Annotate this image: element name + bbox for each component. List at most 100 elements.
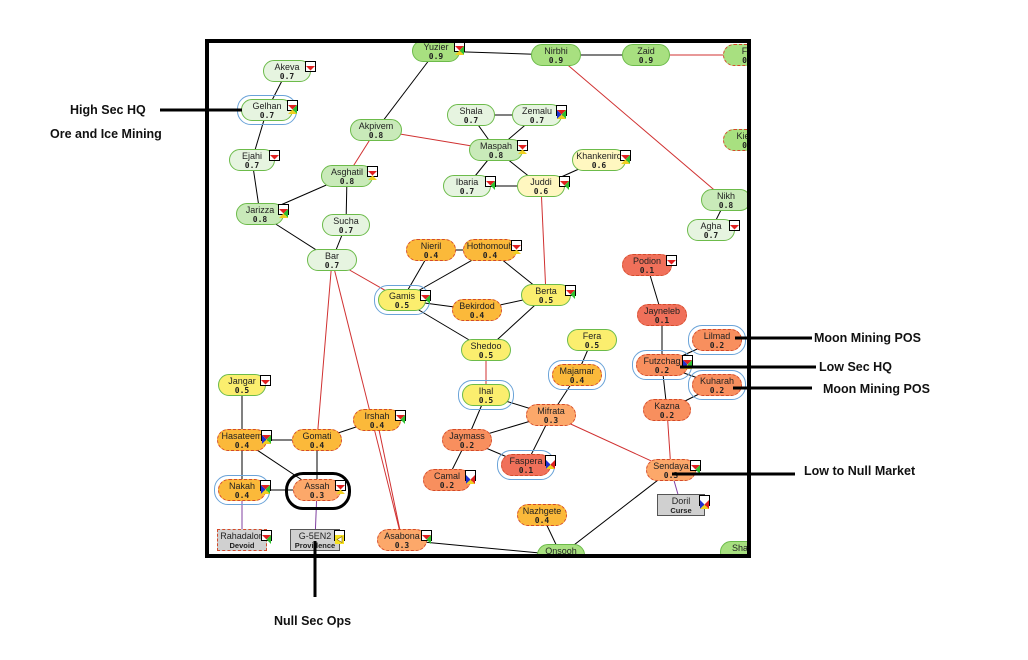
security-status: 0.2 [709,386,725,395]
system-name: Bar [324,251,339,261]
red-green-corner-icon[interactable] [421,530,432,544]
jump-line-irshah-asabona [376,419,403,541]
red-green-corner-icon[interactable] [261,530,272,544]
red-green-corner-icon[interactable] [690,460,701,474]
security-status: 0.2 [459,441,475,450]
system-name: Sha [731,543,748,553]
system-name: Hothomouh [466,241,514,251]
hourglass-icon[interactable] [517,140,528,154]
system-name: Nikh [716,191,735,201]
security-status: Curse [670,506,692,515]
blue-yellow-red-quad-icon[interactable] [545,455,556,469]
security-status: 0.1 [654,316,670,325]
security-status: 0.5 [234,386,250,395]
red-green-corner-icon[interactable] [485,176,496,190]
system-node-sha[interactable]: Sha [720,541,748,554]
security-status: 0.7 [338,226,354,235]
security-status: 0.5 [478,351,494,360]
system-name: Jangar [228,376,256,386]
callout-low-null-market: Low to Null Market [804,464,916,478]
system-name: Nirbhi [544,46,568,56]
red-green-corner-icon[interactable] [420,290,431,304]
system-name: Fera [582,331,602,341]
yellow-arrow-icon[interactable] [334,530,345,544]
security-status: Devoid [229,541,255,550]
blue-yellow-red-quad-icon[interactable] [465,470,476,484]
tri-color-quad-icon[interactable] [278,204,289,218]
hourglass-icon[interactable] [367,166,378,180]
red-triangle-icon[interactable] [260,375,271,386]
four-color-quad-icon[interactable] [261,430,272,444]
system-name: Zaid [637,46,655,56]
red-green-corner-icon[interactable] [565,285,576,299]
security-status: 0.9 [428,52,444,61]
system-node-kiere[interactable]: Kiere0. [723,129,747,151]
system-name: Jayneleb [643,306,681,316]
system-name: Asabona [384,531,420,541]
jump-line-juddi-berta [540,185,547,296]
red-triangle-icon[interactable] [269,150,280,161]
jump-line-bar-asabona [331,259,403,541]
four-color-quad-icon[interactable] [260,480,271,494]
system-name: Asghatil [330,167,364,177]
tri-color-quad-icon[interactable] [454,43,465,55]
system-name: Maspah [479,141,513,151]
blue-yellow-red-quad-icon[interactable] [699,495,710,509]
system-name: Majamar [559,366,595,376]
red-triangle-icon[interactable] [305,61,316,72]
hourglass-icon[interactable] [511,240,522,254]
tri-color-quad-icon[interactable] [620,150,631,164]
security-status: 0.2 [659,411,675,420]
red-triangle-icon[interactable] [666,255,677,266]
system-name: Assah [304,481,330,491]
red-green-corner-icon[interactable] [559,176,570,190]
tri-color-quad-icon[interactable] [287,100,298,114]
jump-line-sendaya-onsooh [561,469,672,554]
station-halo [548,360,606,390]
system-node-fov[interactable]: Fo0. [723,44,747,66]
callout-null-ops: Null Sec Ops [274,614,352,628]
system-name: Akeva [274,62,300,72]
red-green-corner-icon[interactable] [395,410,406,424]
red-triangle-icon[interactable] [729,220,740,231]
four-color-quad-icon[interactable] [556,105,567,119]
